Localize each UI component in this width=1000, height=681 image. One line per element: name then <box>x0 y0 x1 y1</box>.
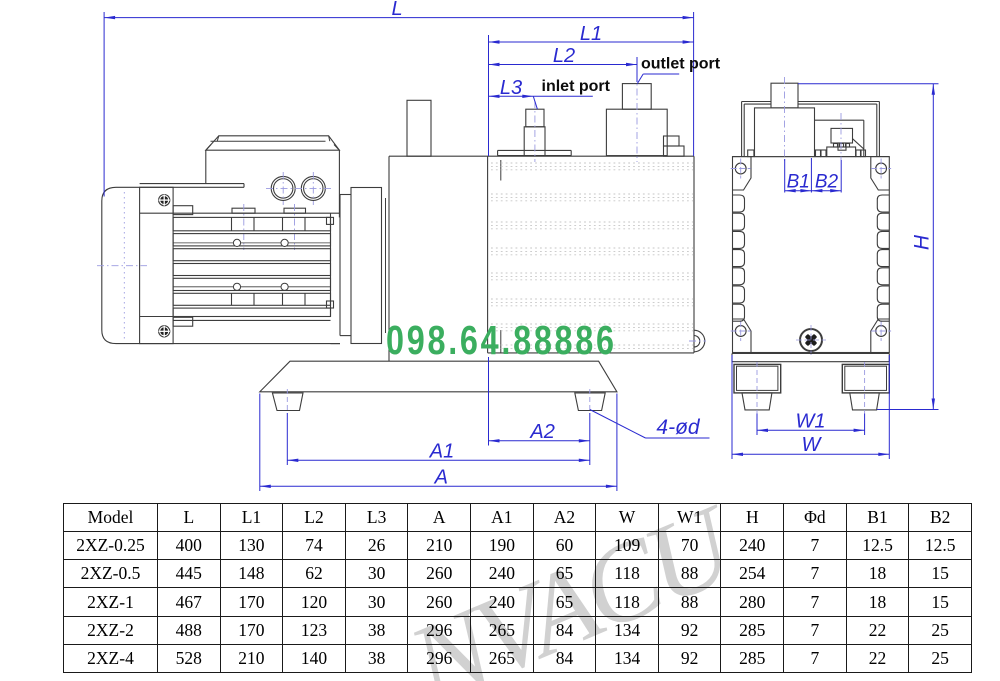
svg-text:L1: L1 <box>580 23 602 45</box>
svg-text:W: W <box>801 434 822 456</box>
svg-text:outlet port: outlet port <box>641 56 721 73</box>
svg-text:A: A <box>434 466 448 488</box>
svg-text:L2: L2 <box>553 45 575 67</box>
svg-text:W1: W1 <box>796 410 826 432</box>
svg-text:B1: B1 <box>787 172 810 193</box>
svg-text:098.64.88886: 098.64.88886 <box>386 318 617 363</box>
svg-text:A2: A2 <box>529 421 554 443</box>
svg-text:B2: B2 <box>815 172 839 193</box>
svg-text:inlet port: inlet port <box>542 78 611 95</box>
svg-text:H: H <box>911 234 934 250</box>
svg-text:L: L <box>391 0 402 20</box>
svg-text:L3: L3 <box>500 77 522 99</box>
svg-text:A1: A1 <box>429 441 454 463</box>
svg-text:4-ød: 4-ød <box>656 416 701 439</box>
